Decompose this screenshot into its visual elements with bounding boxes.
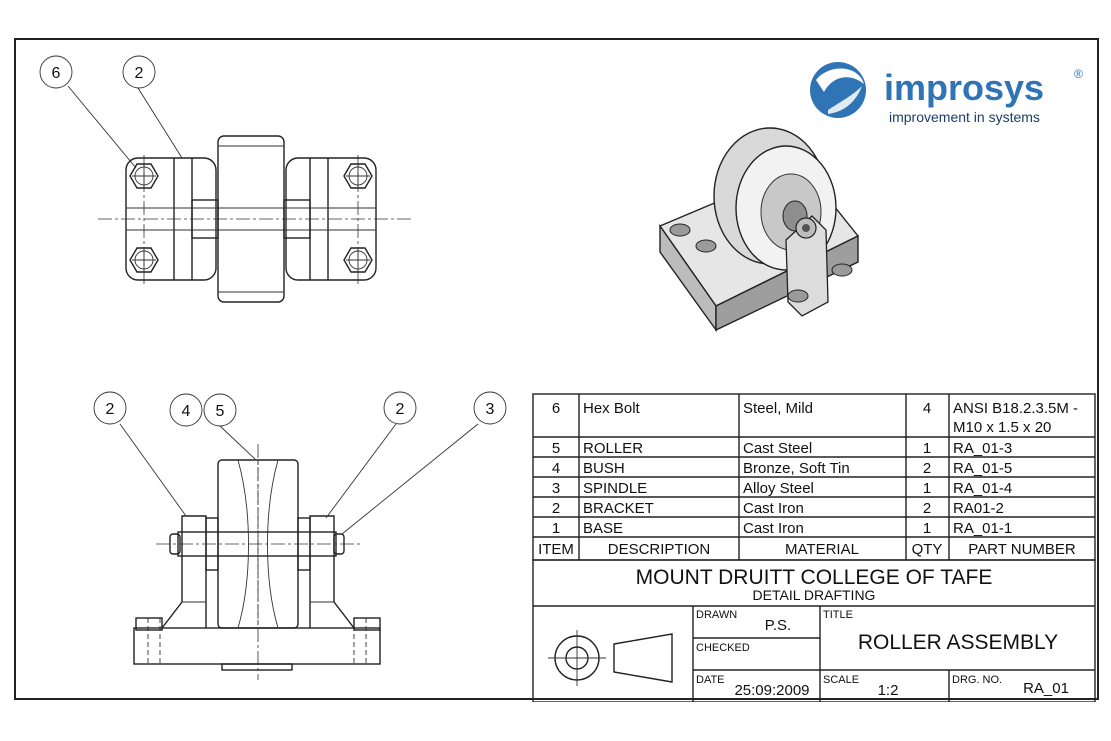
date-label: DATE [696, 674, 725, 686]
balloon-5: 5 [203, 393, 237, 427]
svg-text:6: 6 [52, 65, 61, 82]
svg-text:4: 4 [182, 403, 191, 420]
svg-text:2: 2 [396, 401, 405, 418]
svg-text:Cast Iron: Cast Iron [743, 520, 804, 537]
svg-text:BUSH: BUSH [583, 460, 625, 477]
svg-text:2: 2 [923, 460, 931, 477]
hex-bolt-icon [831, 263, 853, 277]
svg-text:1: 1 [923, 440, 931, 457]
svg-text:Alloy Steel: Alloy Steel [743, 480, 814, 497]
drawn-value: P.S. [765, 617, 791, 634]
institution-name: MOUNT DRUITT COLLEGE OF TAFE [636, 566, 993, 589]
svg-text:Hex Bolt: Hex Bolt [583, 400, 641, 417]
parts-list: 6 Hex Bolt Steel, Mild 4 ANSI B18.2.3.5M… [532, 393, 1096, 561]
scale-value: 1:2 [878, 682, 899, 699]
hex-bolt-icon [343, 163, 373, 189]
title-block: MOUNT DRUITT COLLEGE OF TAFE DETAIL DRAF… [532, 559, 1096, 703]
svg-text:BASE: BASE [583, 520, 623, 537]
title-label: TITLE [823, 609, 853, 621]
svg-text:MATERIAL: MATERIAL [785, 541, 859, 558]
hex-bolt-icon [669, 223, 691, 237]
drg-number-label: DRG. NO. [952, 674, 1002, 686]
balloon-6: 6 [39, 55, 73, 89]
svg-text:RA_01-5: RA_01-5 [953, 460, 1012, 477]
isometric-view [658, 127, 860, 333]
hex-bolt-icon [129, 163, 159, 189]
svg-text:3: 3 [486, 401, 495, 418]
parts-row: 1 BASE Cast Iron 1 RA_01-1 [552, 520, 1012, 537]
svg-text:RA01-2: RA01-2 [953, 500, 1004, 517]
hex-bolt-icon [343, 247, 373, 273]
balloon-2: 2 [383, 391, 417, 425]
parts-row: 4 BUSH Bronze, Soft Tin 2 RA_01-5 [552, 460, 1012, 477]
svg-text:2: 2 [135, 65, 144, 82]
svg-text:M10 x 1.5 x 20: M10 x 1.5 x 20 [953, 419, 1051, 436]
svg-text:3: 3 [552, 480, 560, 497]
logo-registered-mark: ® [1074, 67, 1083, 81]
svg-text:Cast Steel: Cast Steel [743, 440, 812, 457]
svg-text:ROLLER: ROLLER [583, 440, 643, 457]
svg-text:1: 1 [552, 520, 560, 537]
balloon-3: 3 [473, 391, 507, 425]
course-subtitle: DETAIL DRAFTING [753, 587, 876, 603]
svg-text:ANSI B18.2.3.5M -: ANSI B18.2.3.5M - [953, 400, 1078, 417]
parts-row: 6 Hex Bolt Steel, Mild 4 ANSI B18.2.3.5M… [552, 400, 1078, 436]
svg-text:RA_01-3: RA_01-3 [953, 440, 1012, 457]
svg-text:Steel, Mild: Steel, Mild [743, 400, 813, 417]
swirl-logo-icon [810, 62, 866, 118]
parts-row: 5 ROLLER Cast Steel 1 RA_01-3 [552, 440, 1012, 457]
scale-label: SCALE [823, 674, 859, 686]
parts-row: 3 SPINDLE Alloy Steel 1 RA_01-4 [552, 480, 1012, 497]
top-view: 6 2 [39, 55, 412, 303]
drawing-title: ROLLER ASSEMBLY [858, 631, 1058, 654]
svg-text:2: 2 [552, 500, 560, 517]
hex-bolt-icon [129, 247, 159, 273]
svg-text:DESCRIPTION: DESCRIPTION [608, 541, 711, 558]
svg-text:4: 4 [552, 460, 560, 477]
front-view: 2 4 5 2 3 [93, 391, 507, 680]
svg-text:1: 1 [923, 520, 931, 537]
svg-text:2: 2 [923, 500, 931, 517]
drawn-label: DRAWN [696, 609, 737, 621]
parts-header-row: ITEM DESCRIPTION MATERIAL QTY PART NUMBE… [538, 541, 1076, 558]
third-angle-projection-icon [548, 630, 673, 686]
svg-text:Bronze, Soft Tin: Bronze, Soft Tin [743, 460, 850, 477]
checked-label: CHECKED [696, 642, 750, 654]
balloon-2: 2 [93, 391, 127, 425]
svg-text:2: 2 [106, 401, 115, 418]
svg-text:6: 6 [552, 400, 560, 417]
drg-number-value: RA_01 [1023, 680, 1069, 697]
svg-text:PART NUMBER: PART NUMBER [968, 541, 1076, 558]
balloon-4: 4 [169, 393, 203, 427]
svg-text:RA_01-4: RA_01-4 [953, 480, 1012, 497]
drawing-sheet: improsys ® improvement in systems [14, 38, 1099, 703]
svg-text:SPINDLE: SPINDLE [583, 480, 647, 497]
svg-text:RA_01-1: RA_01-1 [953, 520, 1012, 537]
hex-bolt-icon [695, 239, 717, 253]
hex-bolt-icon [787, 289, 809, 303]
svg-text:1: 1 [923, 480, 931, 497]
logo-tagline: improvement in systems [889, 109, 1040, 125]
parts-row: 2 BRACKET Cast Iron 2 RA01-2 [552, 500, 1004, 517]
svg-text:5: 5 [552, 440, 560, 457]
svg-text:ITEM: ITEM [538, 541, 574, 558]
svg-text:4: 4 [923, 400, 931, 417]
date-value: 25:09:2009 [734, 682, 809, 699]
improsys-logo: improsys ® improvement in systems [810, 62, 1083, 125]
svg-text:5: 5 [216, 403, 225, 420]
logo-brand: improsys [884, 67, 1044, 108]
svg-text:Cast Iron: Cast Iron [743, 500, 804, 517]
svg-text:BRACKET: BRACKET [583, 500, 654, 517]
balloon-2: 2 [122, 55, 156, 89]
svg-text:QTY: QTY [912, 541, 943, 558]
